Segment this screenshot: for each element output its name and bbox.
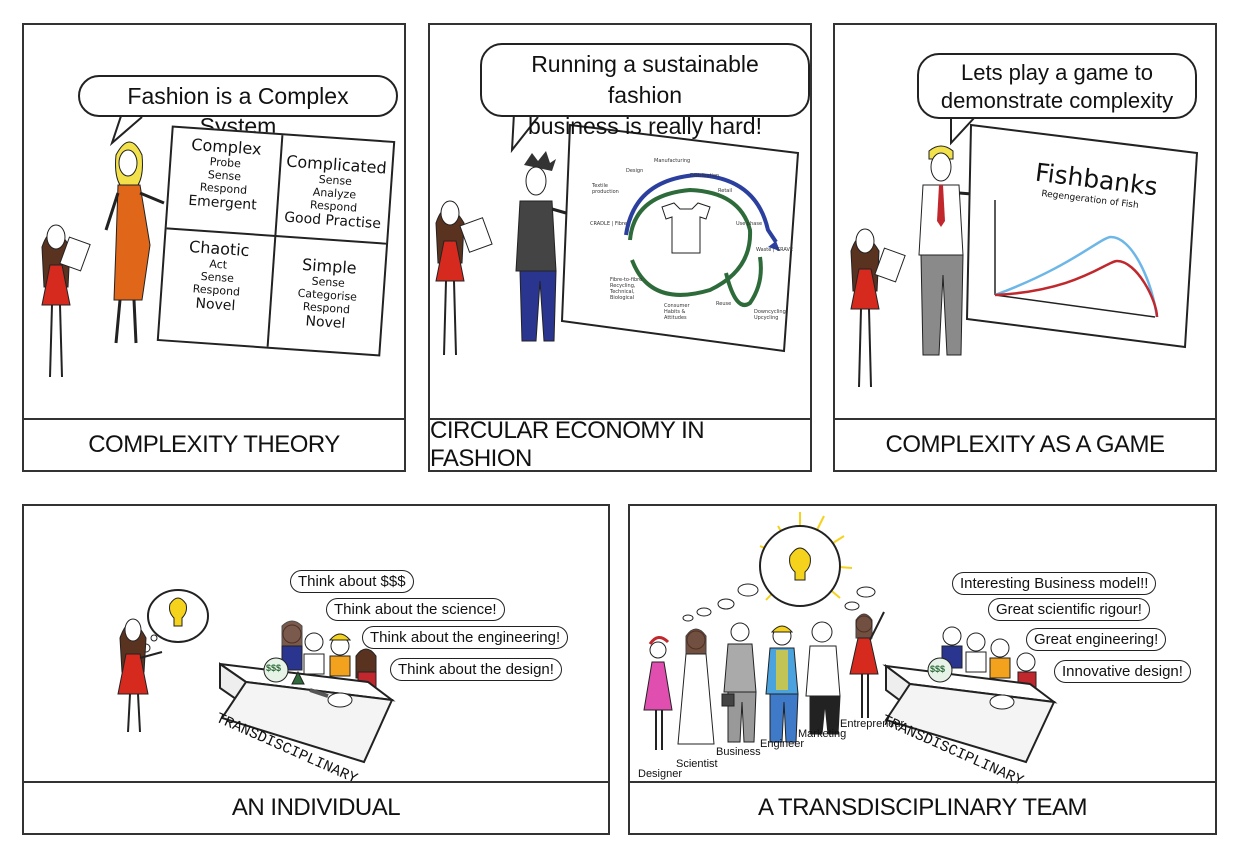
cycle-label-distribution: Distribution bbox=[690, 173, 720, 179]
panel-circular-economy: Running a sustainable fashion business i… bbox=[428, 23, 812, 472]
panel-complexity-theory: Fashion is a Complex System Complex Prob… bbox=[22, 23, 406, 472]
role-label-entrepreneur: Entrepreneur bbox=[840, 718, 905, 730]
presenter-woman-figure bbox=[104, 141, 165, 344]
thought-bubble-money: Think about $$$ bbox=[290, 570, 414, 593]
team-at-desk bbox=[941, 626, 1037, 689]
thought-bubble-design: Innovative design! bbox=[1054, 660, 1191, 683]
panel3-drawing bbox=[850, 113, 1199, 388]
cycle-label-recycling: Fibre-to-fibre Recycling, Technical, Bio… bbox=[610, 277, 643, 301]
team-members bbox=[643, 611, 885, 750]
thought-cloud bbox=[141, 589, 209, 653]
panel-transdisciplinary-team: Interesting Business model!! Great scien… bbox=[628, 504, 1217, 835]
transdisciplinary-desk bbox=[219, 657, 396, 764]
panel-complexity-game: Lets play a game to demonstrate complexi… bbox=[833, 23, 1217, 472]
cycle-label-manufacturing: Manufacturing bbox=[654, 158, 691, 164]
panel1-drawing bbox=[41, 112, 165, 378]
bubble-tail bbox=[109, 112, 143, 147]
panel4-drawing bbox=[117, 589, 396, 764]
panel-individual: Think about $$$ Think about the science!… bbox=[22, 504, 610, 835]
circular-economy-board bbox=[560, 123, 800, 353]
business-figure bbox=[721, 622, 757, 743]
engineer-figure bbox=[765, 625, 799, 743]
team-figures bbox=[281, 620, 377, 689]
small-girl-figure bbox=[41, 224, 91, 378]
fishbanks-chart-board bbox=[965, 123, 1199, 349]
cycle-label-cradle: CRADLE | Fibre bbox=[590, 221, 627, 227]
thought-bubble-engineering: Great engineering! bbox=[1026, 628, 1167, 651]
cycle-label-reuse: Reuse bbox=[716, 301, 732, 307]
thought-bubble-design: Think about the design! bbox=[390, 658, 562, 681]
panel2-drawing bbox=[435, 112, 800, 356]
thought-bubble-business: Interesting Business model!! bbox=[952, 572, 1157, 595]
bubble-line-1: Running a sustainable fashion bbox=[531, 51, 759, 108]
cycle-label-retail: Retail bbox=[718, 188, 733, 194]
individual-girl-figure bbox=[117, 618, 163, 733]
panel-caption: COMPLEXITY AS A GAME bbox=[835, 418, 1215, 470]
role-label-designer: Designer bbox=[638, 768, 683, 780]
broken-bulb-icon bbox=[169, 597, 187, 627]
bubble-line-2: business is really hard! bbox=[528, 113, 762, 139]
cycle-label-textile: Textile production bbox=[592, 183, 619, 195]
panel-caption: COMPLEXITY THEORY bbox=[24, 418, 404, 470]
role-label-marketing: Marketing bbox=[798, 728, 847, 740]
cycle-label-downcycling: Downcycling Upcycling bbox=[754, 309, 786, 321]
marketing-figure bbox=[805, 621, 841, 735]
cycle-label-design: Design bbox=[626, 168, 644, 174]
speech-bubble: Running a sustainable fashion business i… bbox=[480, 43, 810, 139]
presenter-man-figure bbox=[918, 145, 986, 356]
bubble-tail bbox=[510, 112, 539, 154]
role-label-scientist: Scientist bbox=[676, 758, 718, 770]
quadrant-complicated: Complicated Sense Analyze Respond Good P… bbox=[283, 151, 388, 233]
thought-bubble-science: Great scientific rigour! bbox=[988, 598, 1150, 621]
panel-caption: A TRANSDISCIPLINARY TEAM bbox=[630, 781, 1215, 833]
entrepreneur-figure bbox=[849, 611, 885, 718]
panel-caption: AN INDIVIDUAL bbox=[24, 781, 608, 833]
scientist-figure bbox=[677, 628, 715, 745]
presenter-man-figure bbox=[515, 151, 581, 342]
role-label-business: Business bbox=[716, 746, 761, 758]
chart-x-axis bbox=[994, 294, 1156, 318]
money-label: $$$ bbox=[266, 663, 282, 673]
quadrant-complex: Complex Probe Sense Respond Emergent bbox=[187, 134, 263, 214]
thought-bubble-science: Think about the science! bbox=[326, 598, 505, 621]
thought-bubble-engineering: Think about the engineering! bbox=[362, 626, 569, 649]
curve-line-lower bbox=[994, 259, 1159, 318]
bubble-tail bbox=[950, 113, 976, 146]
small-girl-figure bbox=[435, 200, 493, 356]
curve-line-upper bbox=[994, 235, 1159, 318]
cycle-label-waste: Waste | GRAVE bbox=[756, 247, 794, 253]
quadrant-simple: Simple Sense Categorise Respond Novel bbox=[297, 254, 358, 333]
bubble-line-1: Lets play a game to bbox=[960, 60, 1153, 85]
cycle-label-use-phase: Use phase bbox=[736, 221, 763, 227]
panel-caption: CIRCULAR ECONOMY IN FASHION bbox=[430, 417, 810, 472]
role-label-engineer: Engineer bbox=[760, 738, 805, 750]
small-girl-figure bbox=[850, 228, 906, 388]
quadrant-chaotic: Chaotic Act Sense Respond Novel bbox=[188, 236, 251, 315]
transdisciplinary-desk bbox=[882, 657, 1058, 764]
designer-figure bbox=[643, 636, 673, 750]
money-label: $$$ bbox=[930, 664, 946, 674]
panel5-drawing bbox=[643, 512, 1058, 764]
lightbulb-idea bbox=[682, 512, 876, 622]
cynefin-board: Complex Probe Sense Respond Emergent Com… bbox=[156, 125, 396, 357]
lightbulb-icon bbox=[789, 547, 811, 581]
speech-bubble: Fashion is a Complex System bbox=[78, 75, 398, 139]
speech-bubble: Lets play a game to demonstrate complexi… bbox=[917, 53, 1197, 119]
bubble-line-2: demonstrate complexity bbox=[940, 88, 1174, 113]
cycle-label-consumer: Consumer Habits & Attitudes bbox=[664, 303, 690, 321]
